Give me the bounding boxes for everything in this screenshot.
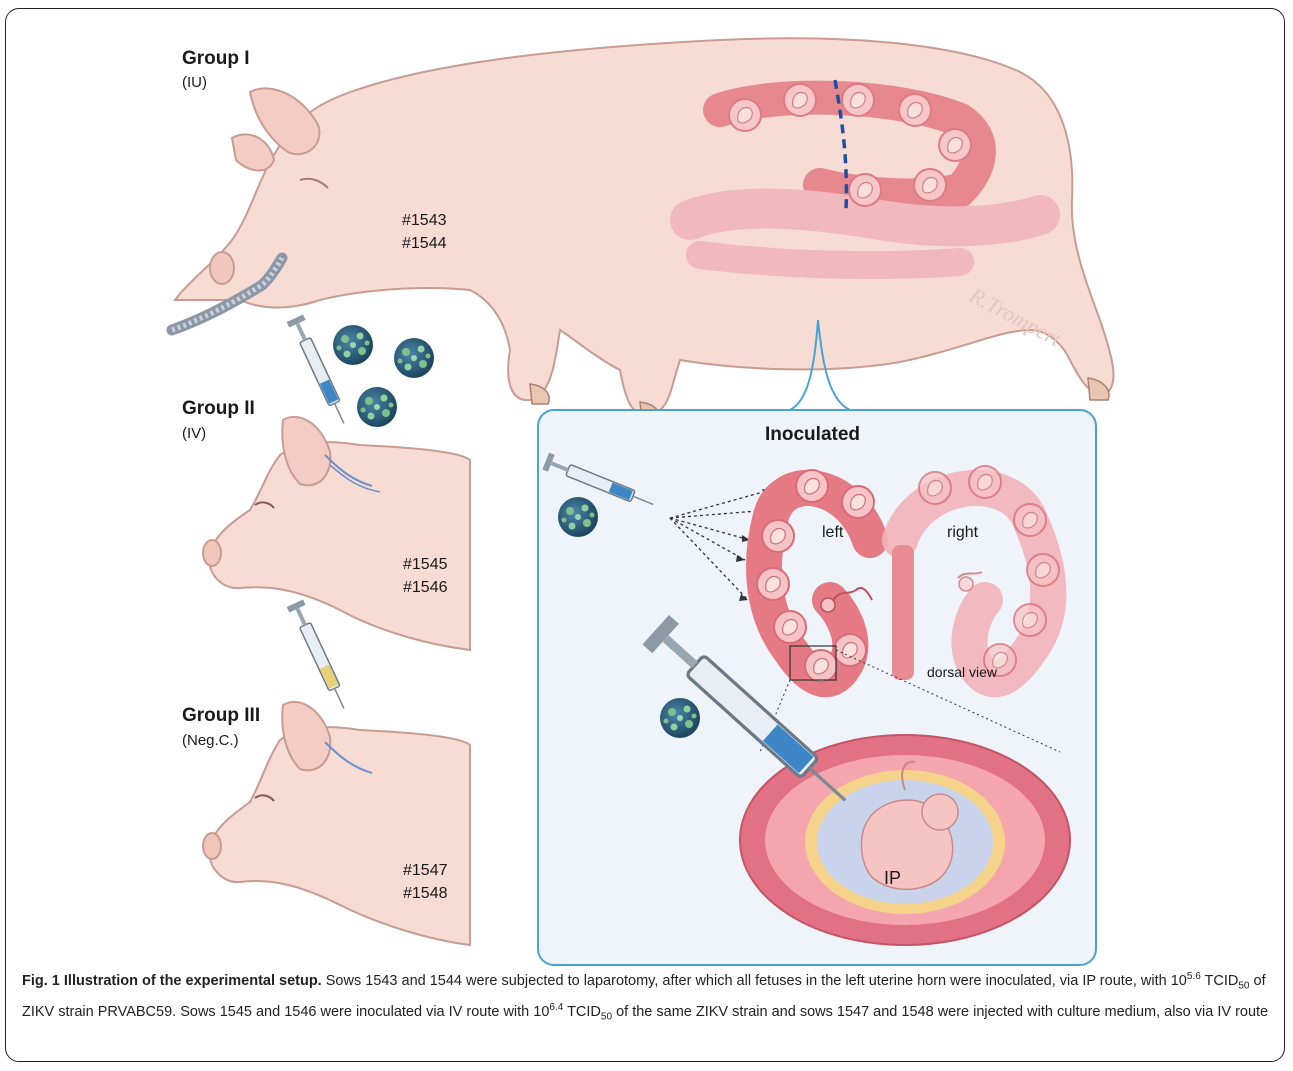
group-2-route: (IV) (182, 425, 206, 442)
virus-icon (558, 497, 598, 537)
group-2-title: Group II (182, 398, 255, 420)
group-3-title: Group III (182, 705, 260, 727)
group-3-route: (Neg.C.) (182, 732, 239, 749)
left-horn-label: left (822, 524, 843, 542)
figure-caption: Fig. 1 Illustration of the experimental … (22, 966, 1272, 1027)
virus-icon (333, 325, 373, 365)
group-2-ids: #1545 #1546 (403, 553, 448, 599)
right-horn-label: right (947, 524, 978, 542)
group-1-ids: #1543 #1544 (402, 209, 447, 255)
sow-id: #1544 (402, 232, 447, 255)
virus-icon (660, 698, 700, 738)
sow-id: #1547 (403, 859, 448, 882)
virus-icon (357, 387, 397, 427)
ip-label: IP (884, 868, 901, 889)
sow-id: #1548 (403, 882, 448, 905)
group-3-ids: #1547 #1548 (403, 859, 448, 905)
inset-title: Inoculated (765, 424, 860, 446)
virus-icon (394, 338, 434, 378)
group-1-route: (IU) (182, 74, 207, 91)
sow-id: #1546 (403, 576, 448, 599)
sow-id: #1543 (402, 209, 447, 232)
group-1-title: Group I (182, 48, 250, 70)
caption-heading: Fig. 1 Illustration of the experimental … (22, 973, 322, 989)
sow-id: #1545 (403, 553, 448, 576)
dorsal-view-label: dorsal view (927, 664, 997, 680)
